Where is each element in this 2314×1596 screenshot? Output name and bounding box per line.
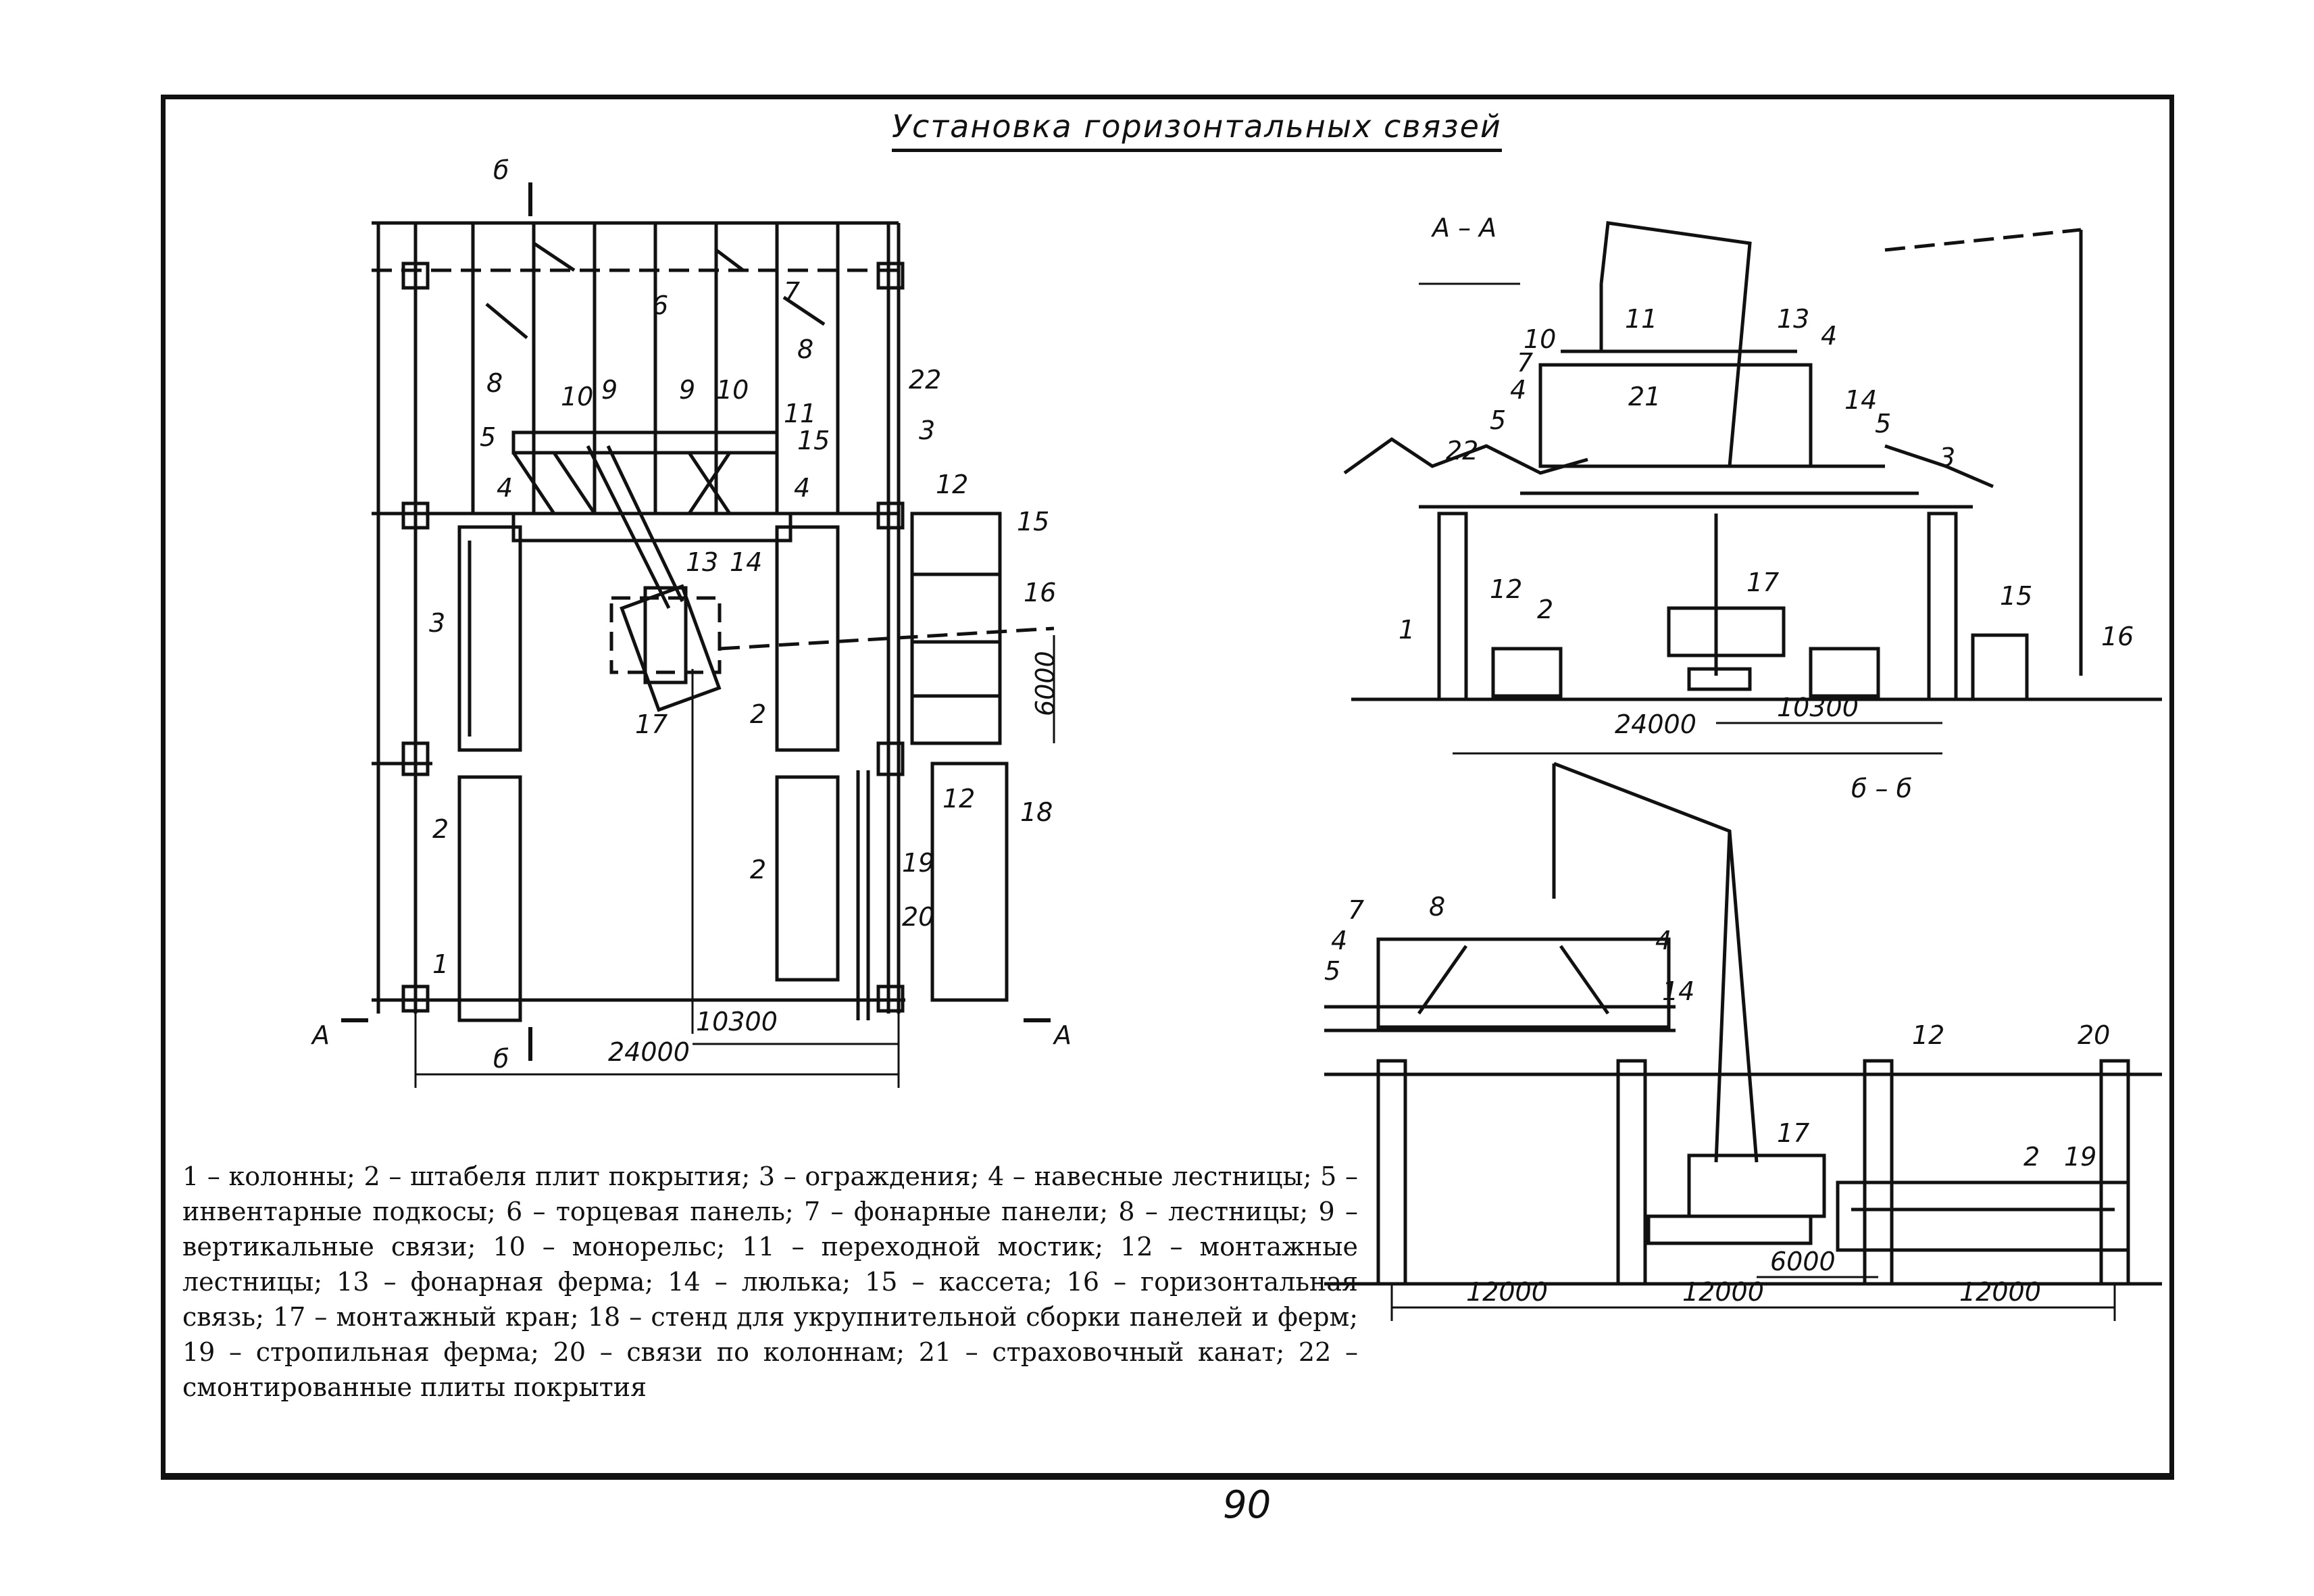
bb-callout-17: 17 xyxy=(1777,1118,1809,1148)
section-bb-view xyxy=(1324,762,2162,1321)
plan-callout-17: 17 xyxy=(635,709,668,739)
plan-callout-19: 19 xyxy=(902,848,934,878)
bb-callout-7: 7 xyxy=(1348,895,1364,925)
aa-callout-15: 15 xyxy=(2000,581,2032,611)
plan-callout-11: 11 xyxy=(784,399,816,428)
plan-callout-9a: 9 xyxy=(601,375,618,405)
drawing-title: Установка горизонтальных связей xyxy=(892,108,1502,152)
plan-callout-7: 7 xyxy=(784,277,800,307)
aa-callout-10: 10 xyxy=(1524,324,1556,354)
plan-callout-13: 13 xyxy=(686,547,718,577)
plan-callout-8a: 8 xyxy=(486,368,503,398)
aa-callout-22: 22 xyxy=(1446,436,1478,466)
plan-cut-label: б xyxy=(493,155,509,185)
plan-callout-2c: 2 xyxy=(750,855,766,884)
bb-callout-14: 14 xyxy=(1662,976,1694,1006)
plan-callout-4a: 4 xyxy=(497,473,513,503)
aa-callout-1: 1 xyxy=(1399,615,1415,645)
aa-callout-21: 21 xyxy=(1628,382,1661,412)
aa-dim-offset: 10300 xyxy=(1777,693,1859,722)
aa-callout-13: 13 xyxy=(1777,304,1809,334)
plan-callout-14: 14 xyxy=(730,547,762,577)
section-bb-label: б – б xyxy=(1851,774,1912,803)
plan-callout-10a: 10 xyxy=(561,382,593,412)
bb-callout-2: 2 xyxy=(2023,1142,2040,1172)
aa-callout-4a: 4 xyxy=(1510,375,1526,405)
bb-dim-right: 12000 xyxy=(1959,1277,2041,1307)
plan-view xyxy=(341,182,1055,1088)
section-aa-view xyxy=(1343,221,2162,755)
aa-callout-14: 14 xyxy=(1844,385,1877,415)
plan-callout-12b: 12 xyxy=(942,784,975,814)
aa-callout-16: 16 xyxy=(2101,622,2134,651)
plan-callout-22: 22 xyxy=(909,365,941,395)
aa-callout-7: 7 xyxy=(1517,348,1533,378)
plan-callout-3b: 3 xyxy=(919,416,935,445)
plan-callout-2a: 2 xyxy=(432,814,449,844)
plan-callout-12a: 12 xyxy=(936,470,968,499)
plan-dim-offset: 10300 xyxy=(696,1007,778,1037)
plan-callout-1: 1 xyxy=(432,949,449,979)
bb-callout-5: 5 xyxy=(1324,956,1340,986)
legend-text: 1 – колонны; 2 – штабеля плит покрытия; … xyxy=(182,1162,1358,1402)
plan-arrow-a-left: А xyxy=(310,1020,330,1050)
bb-callout-12: 12 xyxy=(1912,1020,1944,1050)
plan-callout-15a: 15 xyxy=(797,426,830,455)
aa-callout-11: 11 xyxy=(1625,304,1657,334)
aa-callout-5b: 5 xyxy=(1875,409,1891,439)
plan-callout-15b: 15 xyxy=(1017,507,1049,537)
aa-callout-2: 2 xyxy=(1537,595,1553,624)
plan-callout-10b: 10 xyxy=(716,375,749,405)
plan-callout-9b: 9 xyxy=(679,375,695,405)
plan-callout-2b: 2 xyxy=(750,699,766,729)
bb-callout-4b: 4 xyxy=(1655,926,1671,955)
aa-callout-4b: 4 xyxy=(1821,321,1837,351)
bb-callout-4a: 4 xyxy=(1331,926,1347,955)
plan-callout-20: 20 xyxy=(902,902,934,932)
bb-callout-19: 19 xyxy=(2064,1142,2096,1172)
drawing-frame xyxy=(161,95,2174,1480)
aa-dim-span: 24000 xyxy=(1615,709,1696,739)
plan-callout-4b: 4 xyxy=(794,473,810,503)
aa-callout-17: 17 xyxy=(1746,568,1779,597)
bb-dim-left: 12000 xyxy=(1466,1277,1548,1307)
plan-callout-6: 6 xyxy=(652,291,668,320)
plan-callout-16: 16 xyxy=(1024,578,1056,607)
bb-dim-mid: 12000 xyxy=(1682,1277,1764,1307)
plan-cut-label-bottom: б xyxy=(493,1044,509,1074)
aa-callout-12: 12 xyxy=(1490,574,1522,604)
page-number: 90 xyxy=(1223,1483,1272,1527)
aa-callout-3: 3 xyxy=(1939,443,1955,472)
plan-callout-18: 18 xyxy=(1020,797,1053,827)
bb-dim-reach: 6000 xyxy=(1770,1247,1836,1276)
bb-callout-20: 20 xyxy=(2078,1020,2110,1050)
section-aa-label: А – А xyxy=(1430,213,1496,243)
plan-callout-8b: 8 xyxy=(797,334,813,364)
bb-callout-8: 8 xyxy=(1429,892,1445,922)
plan-callout-3a: 3 xyxy=(429,608,445,638)
plan-arrow-a-right: А xyxy=(1052,1020,1072,1050)
plan-callout-5: 5 xyxy=(480,422,496,452)
plan-dim-span: 24000 xyxy=(608,1037,690,1067)
plan-dim-reach: 6000 xyxy=(1030,651,1060,716)
aa-callout-5a: 5 xyxy=(1490,405,1506,435)
